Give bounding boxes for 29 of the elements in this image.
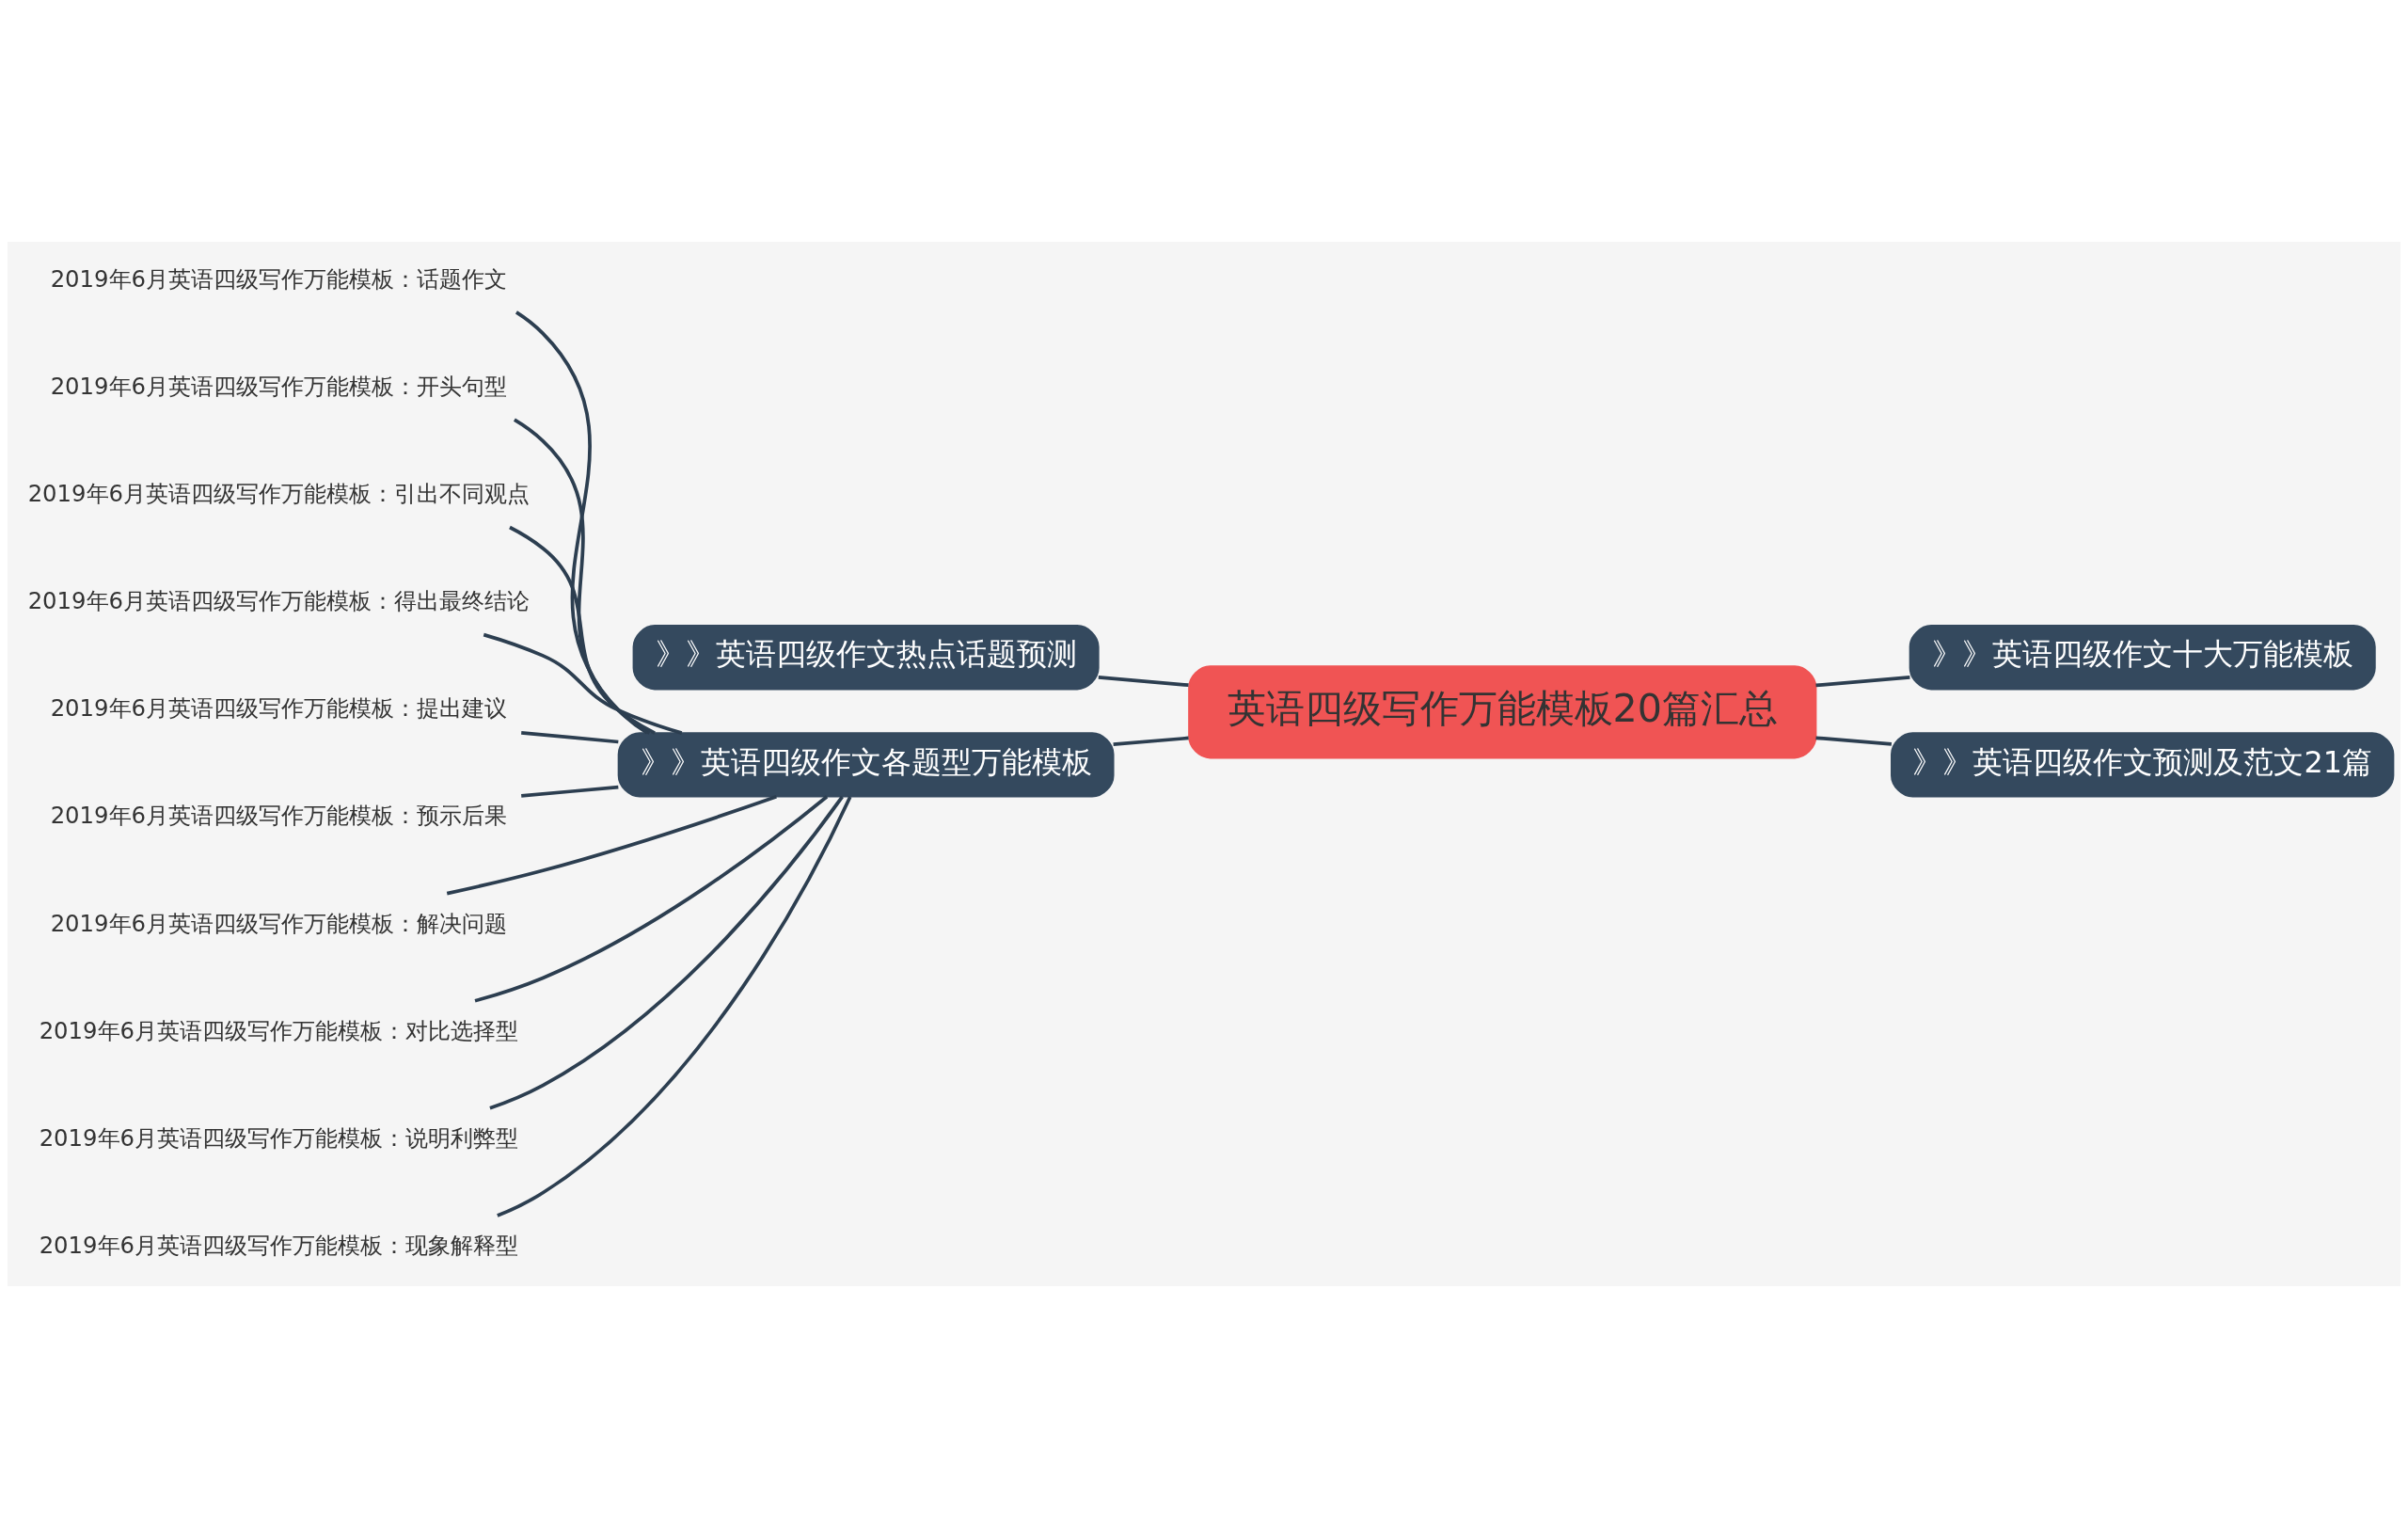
node-text: 2019年6月英语四级写作万能模板：得出最终结论 — [27, 586, 531, 614]
connector — [521, 730, 619, 743]
connector — [515, 310, 648, 734]
connector — [1815, 735, 1893, 746]
node-box: 》》英语四级作文各题型万能模板 — [617, 731, 1115, 798]
node-box: 》》英语四级作文预测及范文21篇 — [1891, 731, 2395, 798]
connector — [446, 794, 777, 895]
connector — [497, 795, 852, 1217]
connector — [1815, 675, 1910, 687]
node-text: 2019年6月英语四级写作万能模板：说明利弊型 — [39, 1123, 519, 1152]
connector — [474, 794, 829, 1002]
node-box: 》》英语四级作文热点话题预测 — [632, 624, 1100, 690]
connector — [513, 418, 651, 735]
node-text: 2019年6月英语四级写作万能模板：对比选择型 — [39, 1016, 519, 1044]
node-text: 2019年6月英语四级写作万能模板：引出不同观点 — [27, 479, 531, 507]
node-text: 2019年6月英语四级写作万能模板：话题作文 — [50, 264, 508, 293]
connector — [521, 785, 619, 798]
connector — [1098, 675, 1189, 687]
node-box: 》》英语四级作文十大万能模板 — [1909, 624, 2376, 690]
node-text: 2019年6月英语四级写作万能模板：解决问题 — [50, 909, 508, 937]
connector — [1113, 736, 1189, 746]
connector — [509, 525, 656, 735]
node-box: 英语四级写作万能模板20篇汇总 — [1188, 664, 1817, 758]
node-text: 2019年6月英语四级写作万能模板：提出建议 — [50, 693, 508, 722]
node-text: 2019年6月英语四级写作万能模板：预示后果 — [50, 801, 508, 829]
connector — [483, 632, 683, 735]
node-text: 2019年6月英语四级写作万能模板：现象解释型 — [39, 1231, 519, 1259]
node-text: 2019年6月英语四级写作万能模板：开头句型 — [50, 372, 508, 400]
connector — [489, 795, 844, 1109]
